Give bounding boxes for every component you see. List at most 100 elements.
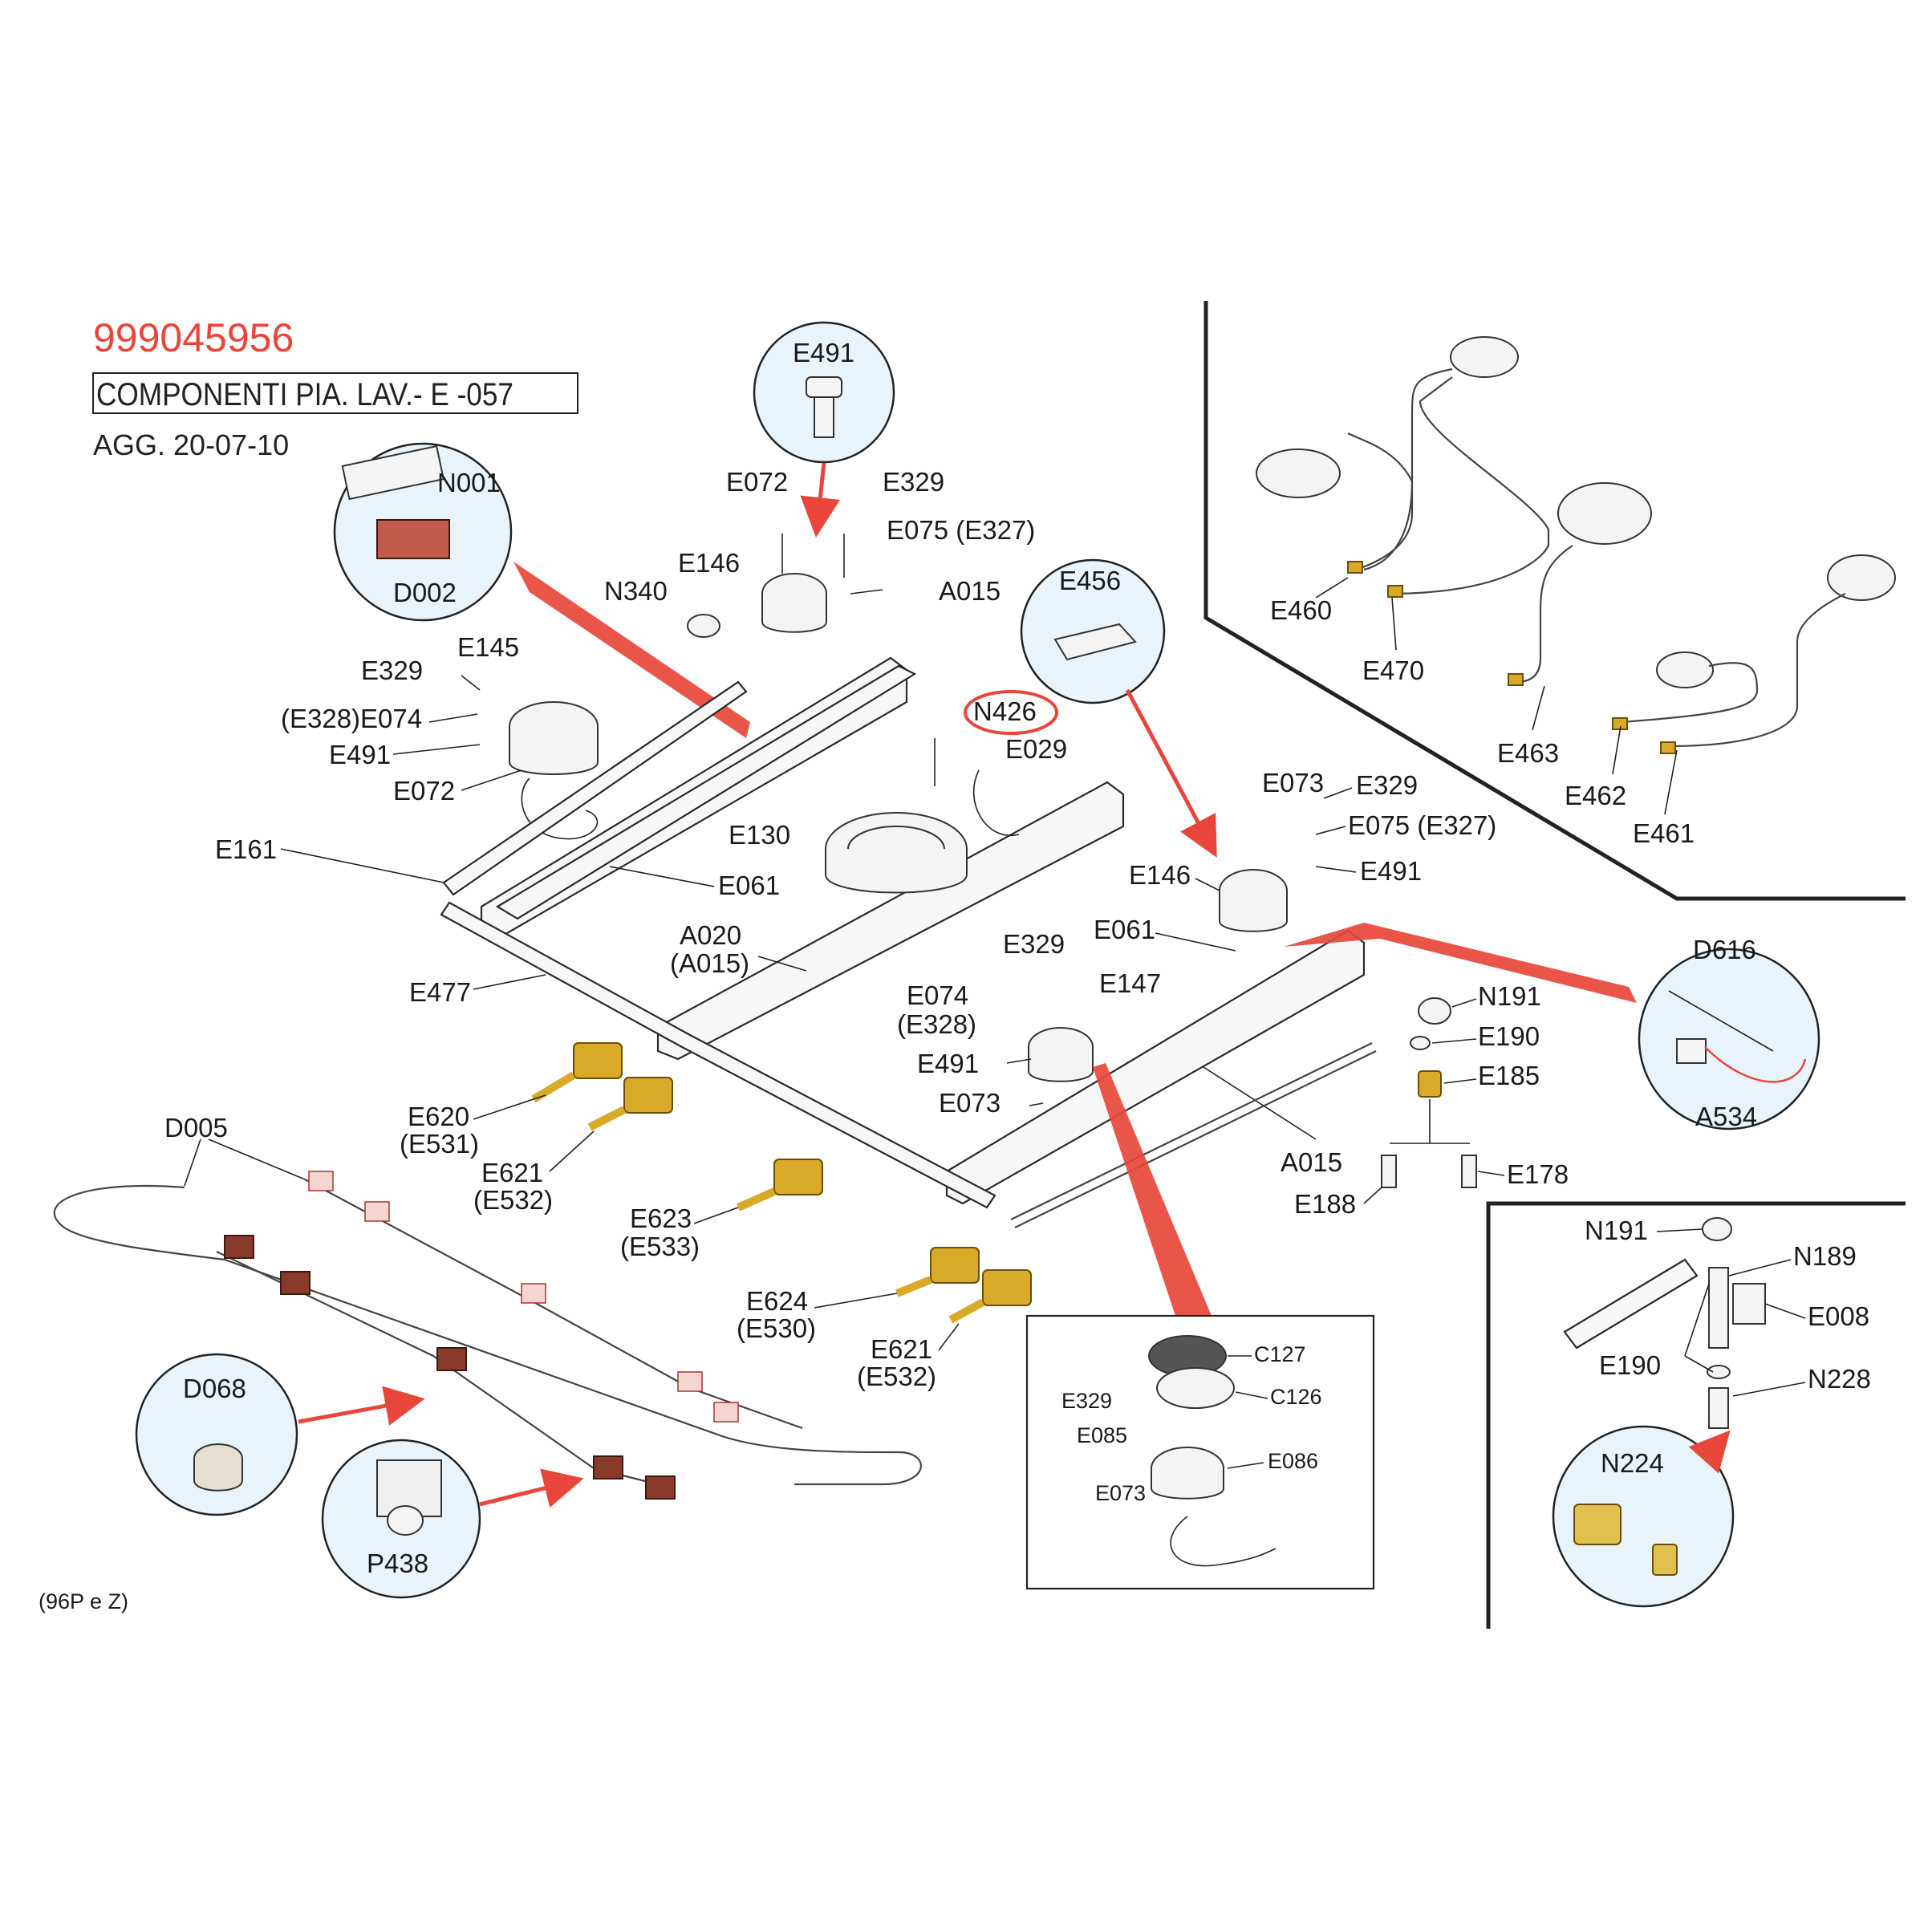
label-n189: N189: [1793, 1241, 1857, 1271]
label-a534: A534: [1695, 1102, 1757, 1131]
label-e188: E188: [1294, 1189, 1356, 1219]
pipe-main-lower: [1010, 1042, 1373, 1220]
label-e531-paren: (E531): [400, 1129, 479, 1159]
valve-e621-left: [587, 1077, 673, 1131]
pipe-n189: [1708, 1267, 1729, 1349]
inset-gas-inlet-frame: [1486, 1201, 1906, 1629]
document-code: 999045956: [93, 315, 294, 360]
label-e130: E130: [729, 820, 790, 850]
callout-fan-n001: [513, 562, 750, 738]
bracket-e008: [1732, 1283, 1766, 1325]
label-e147: E147: [1099, 968, 1161, 998]
label-e456: E456: [1059, 566, 1121, 595]
valve-e621-right: [948, 1269, 1032, 1324]
label-d002: D002: [393, 578, 457, 607]
label-e146-right: E146: [1129, 860, 1191, 890]
label-e146-top: E146: [678, 548, 740, 578]
label-e491-b: E491: [1360, 856, 1422, 886]
label-e491-top: E491: [793, 338, 854, 367]
label-e072-a: E072: [393, 776, 455, 806]
label-e075b-e327: E075 (E327): [1348, 810, 1496, 840]
highlight-circle-n426: [964, 690, 1058, 735]
label-n426: N426: [973, 696, 1037, 726]
label-e190-inset: E190: [1599, 1350, 1661, 1380]
label-e074: E074: [907, 980, 968, 1010]
label-n001: N001: [437, 468, 501, 497]
label-e073-b: E073: [939, 1088, 1000, 1118]
label-e329-d: E329: [1003, 929, 1065, 959]
label-e477: E477: [409, 977, 471, 1007]
label-e085: E085: [1077, 1423, 1127, 1447]
callout-bubble-n224: [1552, 1425, 1735, 1608]
nut-n340: [687, 614, 720, 638]
valve-e620: [531, 1042, 623, 1103]
gas-manifold-e161: [442, 680, 748, 896]
label-e328-paren: (E328): [897, 1009, 976, 1039]
label-e461: E461: [1633, 818, 1695, 848]
pipe-n228: [1708, 1387, 1729, 1429]
label-e161: E161: [215, 834, 277, 864]
label-e329-c: E329: [1356, 770, 1418, 800]
label-e185: E185: [1478, 1061, 1540, 1090]
fitting-n191-inset: [1702, 1217, 1732, 1241]
inset-pipes-frame: [1203, 301, 1906, 901]
label-n340: N340: [604, 576, 668, 606]
label-n228: N228: [1808, 1364, 1871, 1394]
label-e329-a: E329: [361, 656, 423, 685]
label-d005: D005: [164, 1113, 228, 1143]
label-e008: E008: [1808, 1301, 1869, 1331]
title-box: [92, 372, 578, 414]
callout-bubble-d616-a534: [1638, 948, 1820, 1130]
label-a015-lower: A015: [1281, 1147, 1342, 1177]
label-e329-b: E329: [883, 467, 944, 497]
label-e460: E460: [1270, 595, 1332, 625]
label-e061-a: E061: [718, 871, 780, 900]
label-e462: E462: [1565, 781, 1626, 810]
valve-e624: [895, 1247, 980, 1297]
label-d068: D068: [183, 1374, 246, 1403]
bracket-row-e477: [440, 901, 996, 1209]
footnote: (96P e Z): [39, 1589, 128, 1613]
label-c126: C126: [1270, 1385, 1322, 1409]
nozzle-e178: [1461, 1155, 1477, 1188]
label-e532-paren-right: (E532): [857, 1362, 936, 1391]
label-c127: C127: [1254, 1342, 1306, 1366]
label-e491-a: E491: [329, 740, 391, 769]
callout-fan-e147: [1093, 1063, 1212, 1316]
wiring-harness-d005: [53, 1171, 922, 1500]
label-e329-e: E329: [1061, 1389, 1112, 1413]
rail-a020: [656, 781, 1125, 1061]
label-a015-paren: (A015): [670, 948, 749, 978]
label-e463: E463: [1497, 738, 1559, 768]
label-e029: E029: [1005, 734, 1067, 764]
label-e530-paren: (E530): [737, 1313, 816, 1343]
document-title: COMPONENTI PIA. LAV.- E -057: [96, 377, 513, 412]
label-e624: E624: [746, 1286, 808, 1316]
label-e620: E620: [408, 1102, 469, 1131]
label-d616: D616: [1693, 935, 1756, 964]
label-e533-paren: (E533): [620, 1232, 700, 1261]
label-e145: E145: [457, 632, 519, 662]
label-e072-b: E072: [726, 467, 788, 497]
label-p438: P438: [367, 1548, 428, 1578]
rail-a015-upper-side: [495, 664, 917, 920]
nozzle-e188: [1381, 1155, 1397, 1188]
label-e470: E470: [1362, 656, 1424, 685]
label-e178: E178: [1507, 1159, 1569, 1189]
label-e328-e074: (E328)E074: [281, 704, 422, 733]
washer-e190: [1410, 1036, 1431, 1050]
label-e623: E623: [630, 1203, 692, 1233]
label-n191-a: N191: [1478, 981, 1541, 1011]
label-e532-paren-left: (E532): [473, 1185, 553, 1215]
inset-pipes-drawing: [1256, 336, 1896, 754]
label-e075-e327: E075 (E327): [887, 515, 1035, 545]
label-n191-inset: N191: [1585, 1216, 1648, 1245]
label-e190-a: E190: [1478, 1021, 1540, 1051]
label-e073-a: E073: [1262, 768, 1324, 798]
fitting-n191: [1418, 997, 1451, 1025]
label-e061-b: E061: [1094, 915, 1155, 944]
nut-e185: [1418, 1070, 1442, 1098]
label-e621-left: E621: [481, 1158, 543, 1187]
label-n224: N224: [1601, 1448, 1664, 1478]
